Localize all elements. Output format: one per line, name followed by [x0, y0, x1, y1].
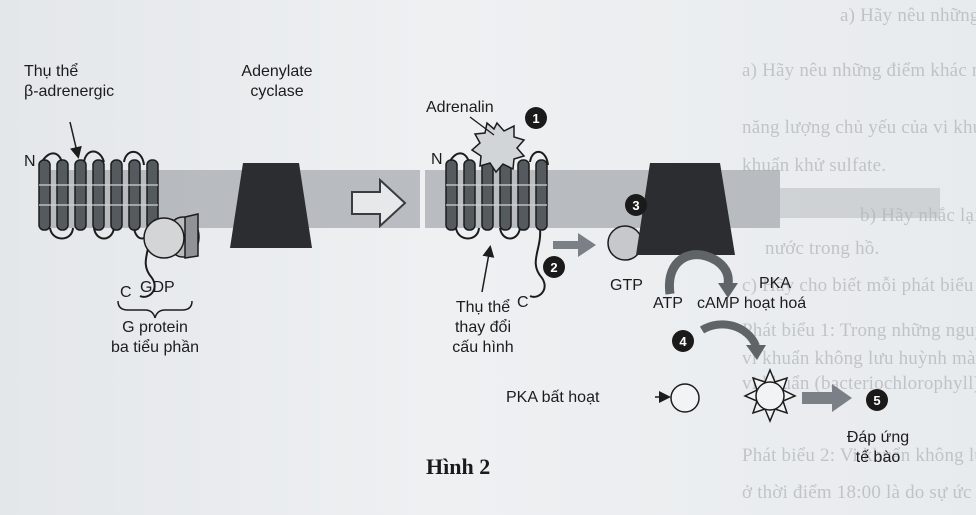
camp-pka-arrow	[702, 324, 756, 346]
receptor-helices-left	[39, 160, 158, 230]
step-badge-1: 1	[525, 107, 547, 129]
adrenalin-label: Adrenalin	[426, 98, 494, 118]
adenylate-cyclase-label: Adenylate cyclase	[222, 62, 332, 102]
activation-arrow-icon	[553, 233, 596, 257]
cell-response-label: Đáp ứng tế bào	[838, 428, 918, 468]
step-number: 4	[679, 334, 687, 349]
gdp-label: GDP	[140, 278, 175, 298]
changed-receptor-pointer-arrow	[482, 248, 490, 292]
g-protein-label: G protein ba tiểu phần	[100, 318, 210, 358]
pka-sun-icon	[745, 370, 795, 421]
adrenalin-star-icon	[472, 123, 524, 172]
receptor-pointer-arrow	[70, 122, 78, 156]
receptor-title-label: Thụ thể β-adrenergic	[24, 62, 114, 102]
camp-label: cAMP	[697, 294, 740, 314]
step-number: 1	[532, 111, 539, 126]
step-badge-5: 5	[866, 389, 888, 411]
atp-label: ATP	[653, 294, 683, 314]
step-badge-3: 3	[625, 194, 647, 216]
pka-inactive-circle	[671, 384, 699, 412]
c-terminus-left: C	[120, 283, 132, 303]
step-number: 5	[873, 393, 880, 408]
step-badge-4: 4	[672, 330, 694, 352]
step-number: 2	[550, 260, 557, 275]
pka-active-label: PKA hoạt hoá	[735, 274, 815, 314]
receptor-changed-label: Thụ thể thay đổi cấu hình	[433, 298, 533, 358]
step-badge-2: 2	[543, 256, 565, 278]
atp-camp-conversion-arrow	[669, 255, 728, 294]
gtp-label: GTP	[610, 276, 643, 296]
membrane-band-fade	[780, 188, 940, 218]
n-terminus-right: N	[431, 150, 443, 170]
response-arrow-icon	[802, 384, 852, 412]
adenylate-cyclase-right	[636, 163, 735, 255]
n-terminus-left: N	[24, 152, 36, 172]
adenylate-cyclase-left	[230, 163, 312, 248]
figure-caption: Hình 2	[426, 454, 490, 480]
camp-pka-arrowhead-icon	[746, 345, 766, 360]
step-number: 3	[632, 198, 639, 213]
g-protein-brace	[118, 301, 192, 318]
pka-inactive-label: PKA bất hoạt	[506, 388, 599, 408]
